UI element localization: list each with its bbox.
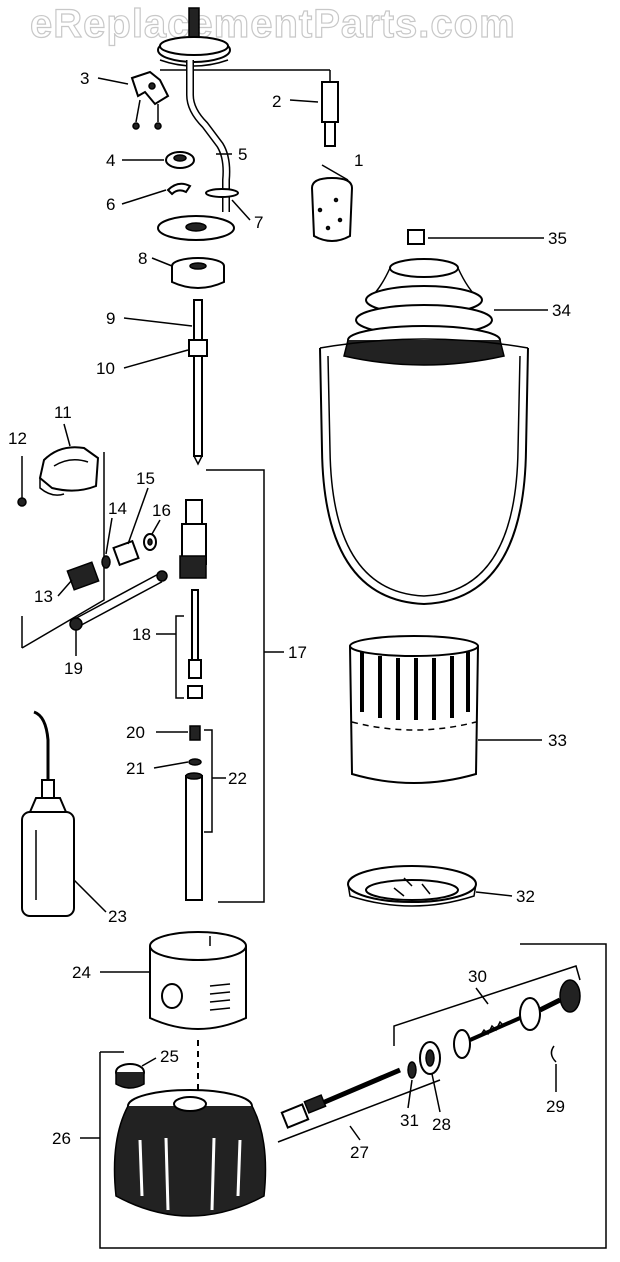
callout-27: 27 — [350, 1143, 369, 1162]
callout-23: 23 — [108, 907, 127, 926]
callout-2: 2 — [272, 92, 281, 111]
part-funnel-bottle — [21, 710, 75, 917]
callout-29: 29 — [546, 1097, 565, 1116]
part-screw — [17, 456, 27, 507]
part-fuel-tank — [113, 1040, 267, 1217]
part-bracket — [130, 70, 170, 130]
group-bracket-22 — [204, 729, 213, 833]
callout-33: 33 — [548, 731, 567, 750]
callout-35: 35 — [548, 229, 567, 248]
part-valve-stem — [69, 570, 168, 631]
callout-1: 1 — [354, 151, 363, 170]
part-burner-plate — [157, 215, 235, 241]
part-filler-cap — [115, 1063, 145, 1089]
part-generator-rod — [188, 299, 208, 466]
callout-3: 3 — [80, 69, 89, 88]
tank-outline-box — [99, 943, 607, 1249]
callout-32: 32 — [516, 887, 535, 906]
part-fuel-tube-group — [185, 725, 203, 901]
part-valve-knob — [38, 446, 100, 496]
callout-labels: 1 2 3 4 5 6 7 8 9 10 11 12 13 14 15 16 1… — [8, 69, 571, 1162]
part-vent-knob — [407, 229, 425, 245]
part-collar — [205, 188, 239, 198]
callout-10: 10 — [96, 359, 115, 378]
callout-31: 31 — [400, 1111, 419, 1130]
part-valve-nut — [66, 561, 100, 591]
callout-6: 6 — [106, 195, 115, 214]
callout-8: 8 — [138, 249, 147, 268]
part-valve-body — [179, 499, 207, 579]
leader-lines — [57, 77, 557, 1141]
callout-14: 14 — [108, 499, 127, 518]
group-bracket-18 — [175, 615, 184, 699]
callout-22: 22 — [228, 769, 247, 788]
callout-11: 11 — [54, 403, 72, 422]
part-pump-plunger — [453, 979, 581, 1059]
part-valve-frame — [21, 452, 105, 649]
callout-25: 25 — [160, 1047, 179, 1066]
part-washer — [143, 533, 157, 551]
callout-17: 17 — [288, 643, 307, 662]
callout-5: 5 — [238, 145, 247, 164]
callout-9: 9 — [106, 309, 115, 328]
part-globe — [319, 338, 529, 606]
part-globe-hood — [343, 258, 505, 366]
part-stem — [321, 81, 339, 147]
part-needle — [187, 589, 203, 699]
callout-34: 34 — [552, 301, 571, 320]
callout-24: 24 — [72, 963, 91, 982]
part-packing — [112, 539, 140, 567]
callout-19: 19 — [64, 659, 83, 678]
part-mantle-cage — [349, 635, 479, 784]
part-primer-cup — [310, 176, 354, 242]
pump-group-bracket — [277, 965, 581, 1143]
callout-20: 20 — [126, 723, 145, 742]
callout-12: 12 — [8, 429, 27, 448]
part-clip — [166, 182, 192, 196]
callout-26: 26 — [52, 1129, 71, 1148]
part-pump-tube — [280, 1067, 401, 1129]
callout-4: 4 — [106, 151, 115, 170]
part-generator-tube — [186, 60, 231, 212]
part-base-plate — [347, 865, 477, 907]
callout-30: 30 — [468, 967, 487, 986]
callout-28: 28 — [432, 1115, 451, 1134]
part-nut — [165, 151, 195, 169]
callout-13: 13 — [34, 587, 53, 606]
callout-15: 15 — [136, 469, 155, 488]
group-bracket-17 — [206, 469, 265, 903]
part-ventilator-cap — [157, 7, 331, 82]
part-pump-washer — [407, 1061, 417, 1079]
callout-7: 7 — [254, 213, 263, 232]
callout-16: 16 — [152, 501, 171, 520]
part-pump-clip — [550, 1045, 557, 1063]
part-o-ring — [101, 555, 111, 569]
part-ventilator-bowl — [171, 257, 225, 289]
part-pump-cup — [419, 1041, 441, 1075]
part-collar-sleeve — [149, 931, 247, 1030]
callout-18: 18 — [132, 625, 151, 644]
callout-21: 21 — [126, 759, 145, 778]
watermark: eReplacementParts.com — [29, 1, 516, 46]
